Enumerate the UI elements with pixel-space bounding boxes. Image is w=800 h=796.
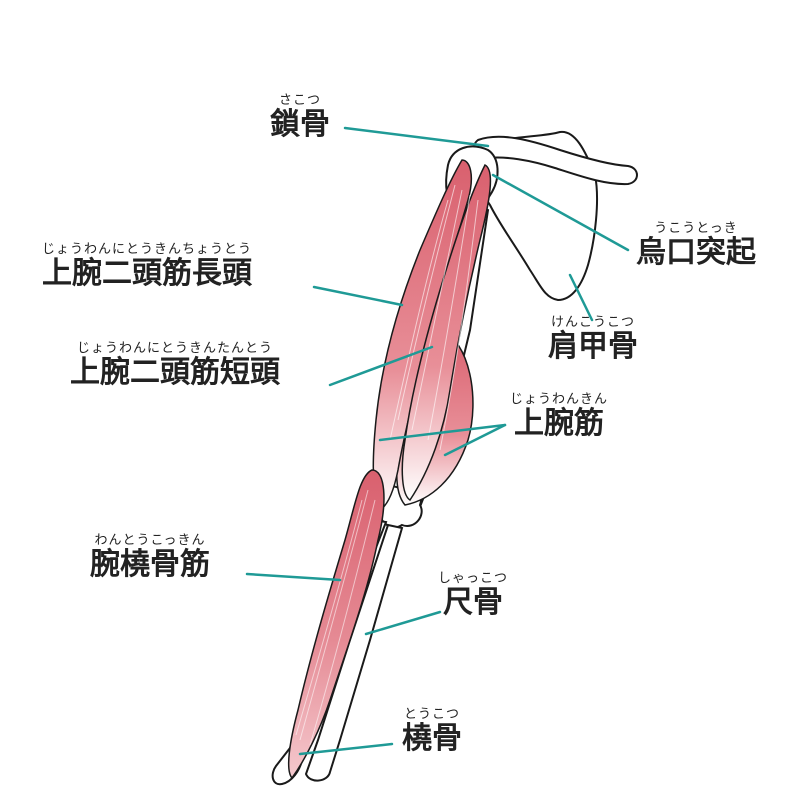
text-coracoid: 烏口突起 bbox=[636, 235, 756, 270]
label-scapula: けんこうこつ 肩甲骨 bbox=[548, 316, 638, 362]
biceps-short-head-muscle bbox=[401, 163, 492, 502]
text-clavicle: 鎖骨 bbox=[270, 107, 330, 142]
ruby-coracoid: うこうとっき bbox=[654, 221, 738, 236]
leader-scapula bbox=[568, 273, 594, 322]
brachioradialis-muscle bbox=[287, 469, 385, 780]
ruby-biceps-long: じょうわんにとうきんちょうとう bbox=[42, 242, 253, 257]
label-biceps-long: じょうわんにとうきんちょうとう 上腕二頭筋長頭 bbox=[42, 243, 252, 289]
label-brachialis: じょうわんきん 上腕筋 bbox=[510, 393, 608, 439]
leader-biceps-short bbox=[328, 345, 434, 387]
text-biceps-long: 上腕二頭筋長頭 bbox=[42, 256, 252, 291]
ruby-biceps-short: じょうわんにとうきんたんとう bbox=[76, 341, 273, 356]
label-ulna: しゃっこつ 尺骨 bbox=[438, 572, 508, 618]
ruby-clavicle: さこつ bbox=[278, 93, 321, 108]
ruby-brachialis: じょうわんきん bbox=[510, 392, 609, 407]
leader-biceps-long bbox=[312, 285, 404, 307]
ruby-ulna: しゃっこつ bbox=[438, 571, 509, 586]
ruby-scapula: けんこうこつ bbox=[550, 315, 635, 330]
text-brachialis: 上腕筋 bbox=[514, 406, 604, 441]
ruby-brachioradialis: わんとうこっきん bbox=[94, 533, 206, 548]
text-biceps-short: 上腕二頭筋短頭 bbox=[70, 355, 280, 390]
label-radius: とうこつ 橈骨 bbox=[402, 708, 462, 754]
leader-brachialis-1 bbox=[378, 423, 507, 442]
label-clavicle: さこつ 鎖骨 bbox=[270, 94, 330, 140]
label-biceps-short: じょうわんにとうきんたんとう 上腕二頭筋短頭 bbox=[70, 342, 280, 388]
text-brachioradialis: 腕橈骨筋 bbox=[90, 547, 210, 582]
scapula-bone bbox=[468, 130, 599, 302]
muscle-fibers bbox=[389, 184, 479, 451]
leader-ulna bbox=[364, 610, 442, 636]
ulna-bone bbox=[304, 523, 404, 782]
leader-radius bbox=[298, 742, 394, 756]
leader-lines bbox=[245, 126, 630, 756]
text-radius: 橈骨 bbox=[402, 721, 462, 756]
leader-coracoid bbox=[491, 173, 630, 252]
leader-brachialis-2 bbox=[443, 423, 507, 457]
text-scapula: 肩甲骨 bbox=[548, 329, 638, 364]
brachioradialis-fibers bbox=[295, 489, 376, 746]
ruby-radius: とうこつ bbox=[403, 707, 460, 722]
label-coracoid: うこうとっき 烏口突起 bbox=[636, 222, 756, 268]
label-brachioradialis: わんとうこっきん 腕橈骨筋 bbox=[90, 534, 210, 580]
text-ulna: 尺骨 bbox=[443, 585, 503, 620]
leader-brachioradialis bbox=[245, 572, 342, 582]
leader-clavicle bbox=[343, 126, 490, 148]
